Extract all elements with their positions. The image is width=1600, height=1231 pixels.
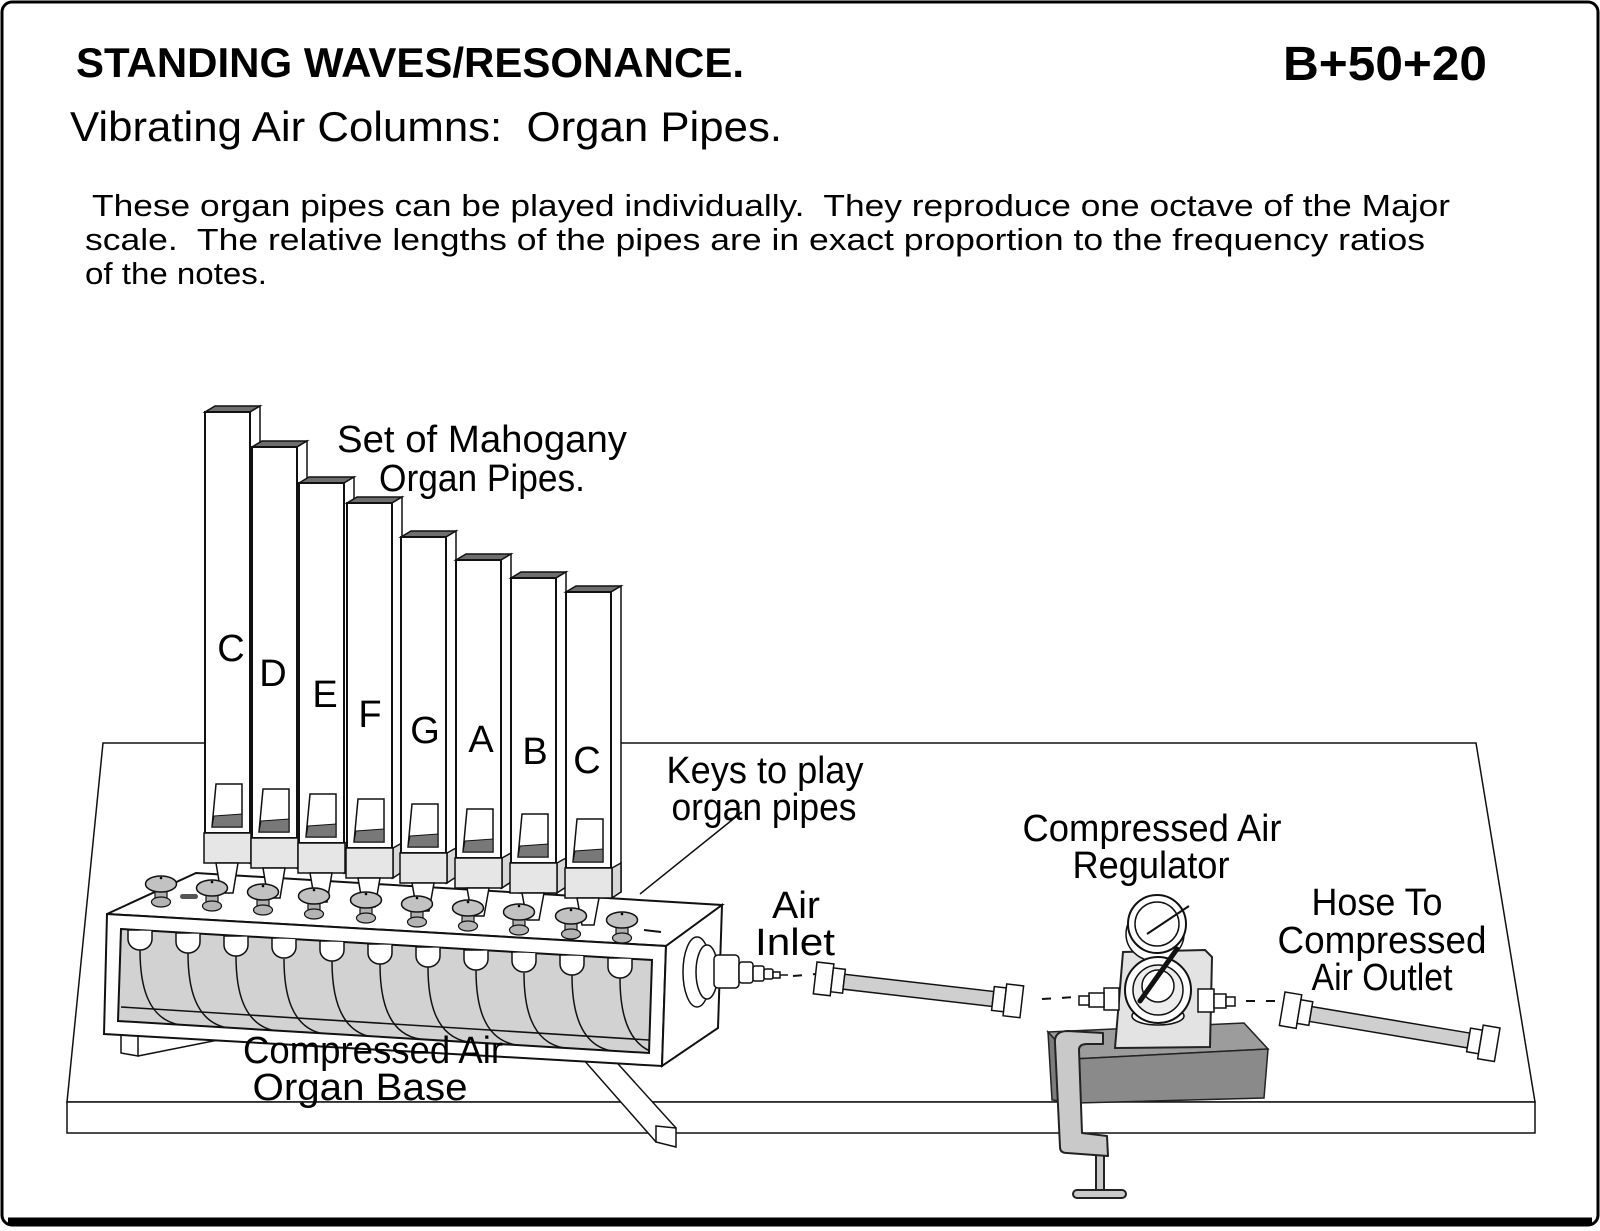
pipe-note-label: G: [410, 710, 440, 752]
c-clamp: [1053, 1030, 1127, 1199]
organ-keys: [144, 875, 662, 944]
regulator-outlet-fitting: [1197, 988, 1236, 1013]
organ-pipe-e: E: [296, 475, 357, 903]
pipe-note-label: D: [259, 653, 286, 695]
label-set-of-pipes-2: Organ Pipes.: [379, 458, 585, 500]
description-line-2: scale. The relative lengths of the pipes…: [85, 222, 1425, 257]
label-keys-1: Keys to play: [667, 750, 864, 792]
organ-key: [297, 887, 331, 920]
air-path-dash: [1041, 996, 1077, 1000]
table-front-edge: [66, 1101, 1536, 1134]
keys-leader-line: [639, 811, 743, 895]
clamp-frame: [1053, 1030, 1109, 1157]
label-organ-base-1: Compressed Air: [243, 1030, 503, 1072]
label-hose-outlet-2: Compressed: [1278, 920, 1487, 962]
organ-key: [349, 891, 383, 924]
air-path-dash: [792, 973, 817, 977]
organ-pipe-c2: C: [563, 584, 624, 926]
regulator-lever: [1137, 946, 1180, 1004]
regulator-gauge: [1125, 894, 1190, 962]
organ-key: [605, 911, 639, 944]
air-hose-left: [812, 961, 1025, 1019]
label-hose-outlet-3: Air Outlet: [1312, 957, 1453, 999]
pipe-note-label: C: [573, 740, 600, 782]
label-regulator-2: Regulator: [1073, 845, 1230, 887]
gauge-needle: [1146, 905, 1190, 935]
label-regulator-1: Compressed Air: [1023, 808, 1282, 850]
organ-pipe-g: G: [398, 529, 459, 912]
organ-key: [451, 899, 485, 932]
organ-pipe-f: F: [344, 495, 405, 908]
description-line-1: These organ pipes can be played individu…: [92, 188, 1450, 223]
pipe-note-label: B: [522, 731, 547, 773]
page-subtitle: Vibrating Air Columns: Organ Pipes.: [70, 103, 782, 150]
pipe-note-label: F: [358, 694, 381, 736]
pressure-regulator: [1078, 894, 1236, 1050]
organ-key: [400, 895, 434, 928]
clamp-handle: [1072, 1189, 1127, 1199]
label-air-inlet-2: Inlet: [755, 922, 835, 964]
catalog-code: B+50+20: [1283, 38, 1487, 91]
organ-key: [195, 879, 229, 912]
air-inlet-fitting: [713, 954, 788, 989]
organ-base: [102, 871, 788, 1068]
pipe-note-label: C: [217, 628, 244, 670]
regulator-inlet-fitting: [1078, 987, 1120, 1011]
organ-key: [502, 903, 536, 936]
pipe-note-label: E: [312, 674, 337, 716]
label-set-of-pipes-1: Set of Mahogany: [337, 419, 627, 461]
right-leg-tip: [655, 1125, 677, 1148]
description-line-3: of the notes.: [85, 256, 267, 291]
key-slot: [643, 929, 662, 933]
air-hose-right: [1278, 991, 1501, 1063]
organ-pipe-b: B: [508, 570, 569, 921]
label-hose-outlet-1: Hose To: [1312, 882, 1443, 924]
label-air-inlet-1: Air: [772, 885, 820, 927]
pipe-note-label: A: [468, 719, 494, 761]
organ-pipe-a: A: [453, 552, 514, 917]
organ-key: [554, 907, 588, 940]
key-slot: [180, 894, 198, 899]
organ-key: [144, 875, 178, 908]
regulator-knob: [1124, 946, 1192, 1026]
hose-ferrule: [1476, 1024, 1501, 1063]
organ-key: [246, 883, 280, 916]
label-keys-2: organ pipes: [672, 787, 857, 829]
hose-ferrule: [1002, 983, 1025, 1019]
page-title: STANDING WAVES/RESONANCE.: [76, 39, 744, 86]
label-organ-base-2: Organ Base: [253, 1067, 468, 1109]
